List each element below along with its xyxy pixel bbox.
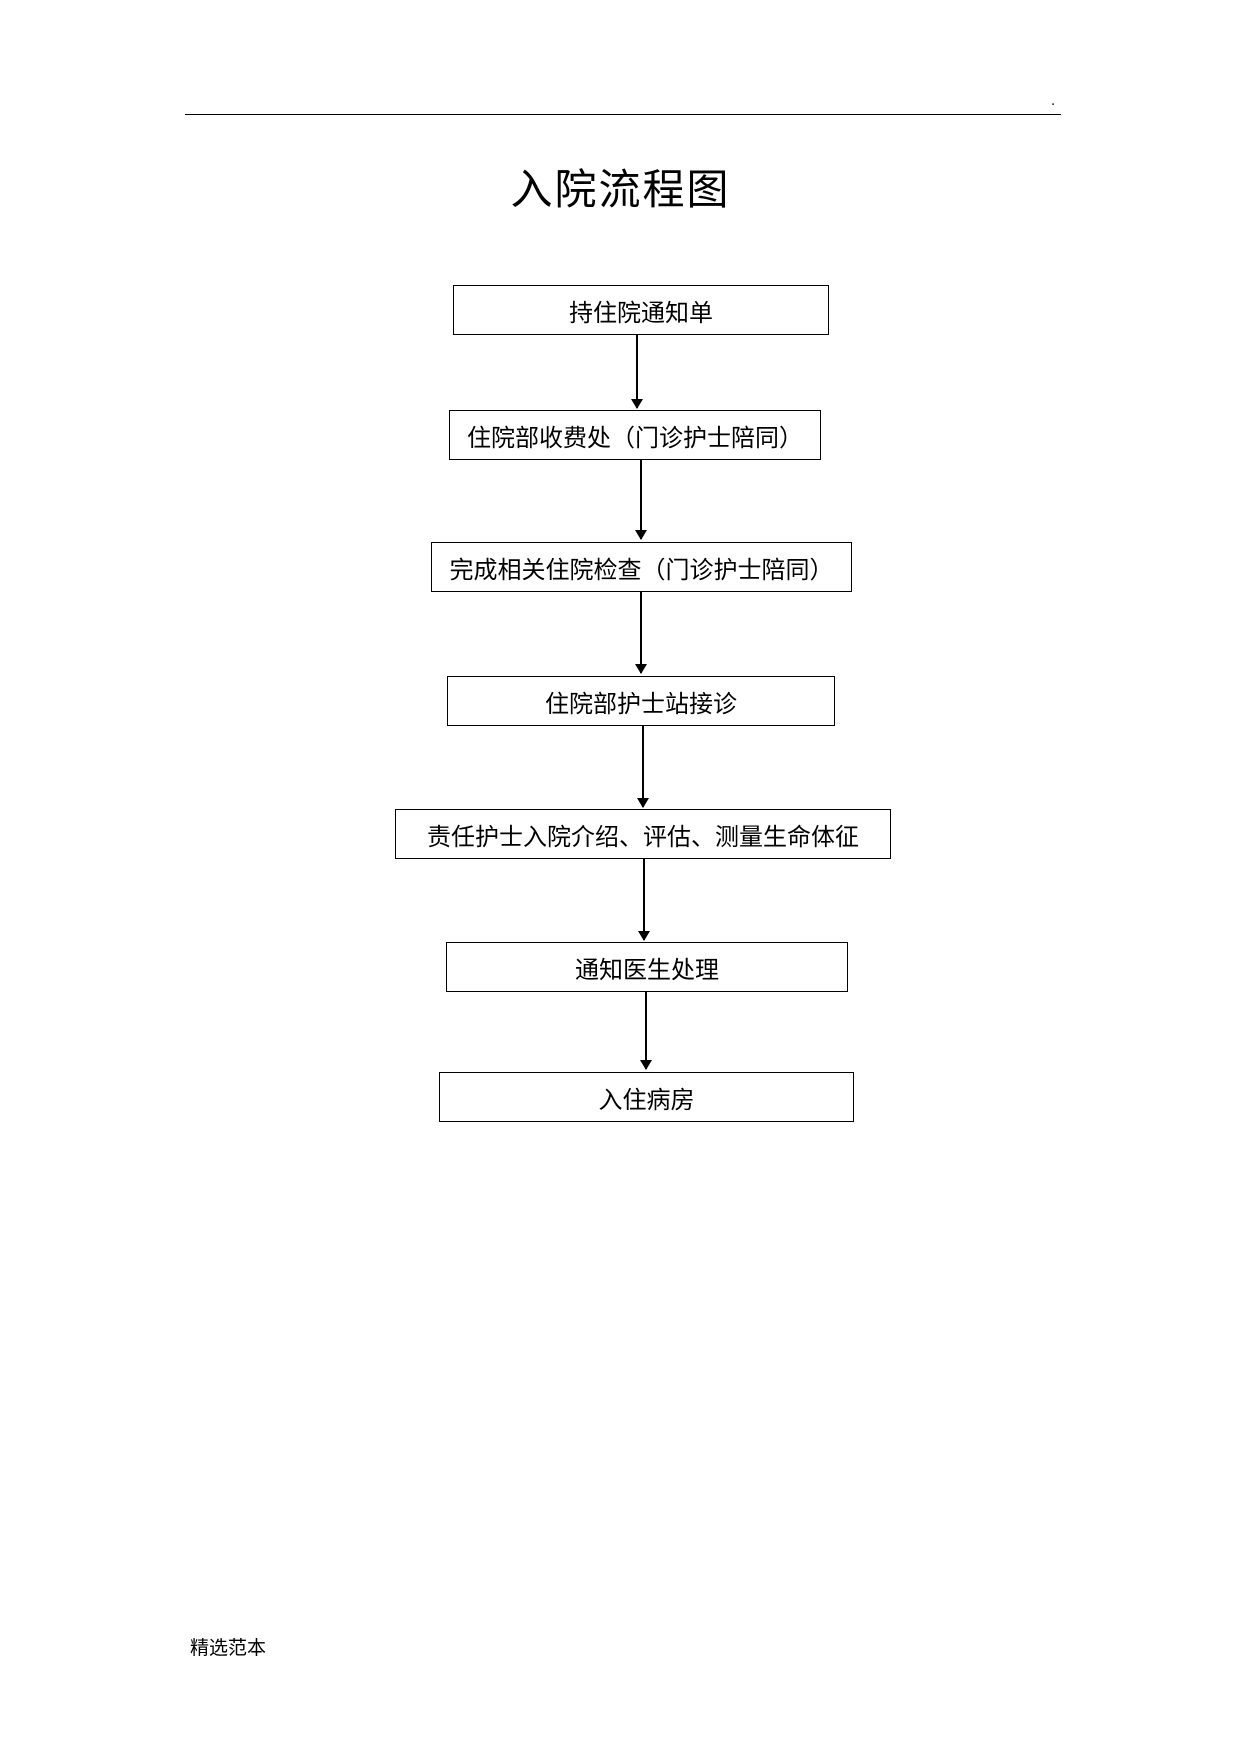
page-title: 入院流程图 [510, 165, 731, 214]
flow-step-7: 入住病房 [439, 1072, 854, 1122]
flow-step-2: 住院部收费处（门诊护士陪同） [449, 410, 821, 460]
flow-step-label: 住院部护士站接诊 [545, 689, 737, 718]
flow-step-label: 持住院通知单 [569, 298, 713, 327]
flow-step-label: 住院部收费处（门诊护士陪同） [467, 423, 803, 452]
flow-step-label: 完成相关住院检查（门诊护士陪同） [449, 555, 834, 584]
flow-step-label: 入住病房 [598, 1085, 695, 1114]
flow-step-5: 责任护士入院介绍、评估、测量生命体征 [395, 809, 891, 859]
footer-label: 精选范本 [190, 1637, 267, 1659]
flow-step-1: 持住院通知单 [453, 285, 829, 335]
header-mark: . [1051, 94, 1056, 109]
header-rule [185, 114, 1061, 115]
flow-step-label: 通知医生处理 [575, 955, 719, 984]
flow-step-label: 责任护士入院介绍、评估、测量生命体征 [427, 822, 859, 851]
flow-step-4: 住院部护士站接诊 [447, 676, 835, 726]
flow-step-3: 完成相关住院检查（门诊护士陪同） [431, 542, 852, 592]
flow-step-6: 通知医生处理 [446, 942, 848, 992]
